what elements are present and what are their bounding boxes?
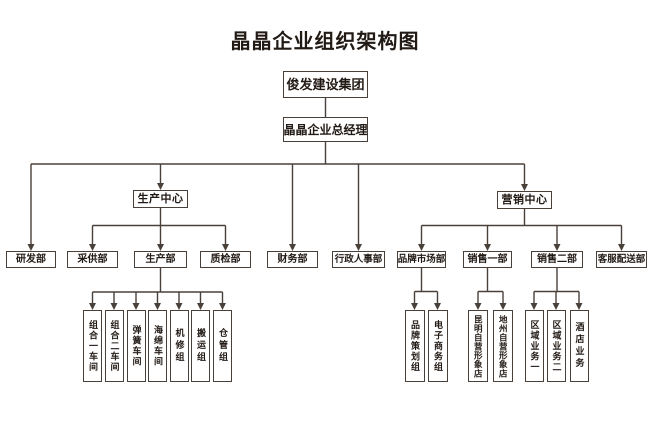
node-root-group: 俊发建设集团 [283, 71, 368, 98]
node-team-assembly-2: 组合二车间 [104, 310, 124, 382]
node-team-ecommerce: 电子商务组 [427, 310, 448, 382]
node-production-center: 生产中心 [133, 190, 188, 208]
node-biz-hotel: 酒店业务 [569, 310, 589, 382]
node-dept-sales-1: 销售一部 [463, 251, 512, 268]
node-marketing-center: 营销中心 [497, 191, 552, 209]
node-team-spring: 弹簧车间 [126, 310, 146, 382]
node-dept-rd: 研发部 [6, 251, 56, 268]
node-team-foam: 海绵车间 [148, 310, 167, 382]
node-store-kunming: 昆明自营形象店 [468, 310, 488, 382]
node-dept-procurement: 采供部 [67, 251, 118, 268]
node-dept-qc: 质检部 [200, 251, 251, 268]
node-dept-admin-hr: 行政人事部 [332, 251, 385, 268]
node-dept-customer-delivery: 客服配送部 [596, 251, 647, 268]
node-biz-region-2: 区域业务二 [546, 310, 566, 382]
node-team-warehouse: 仓管组 [213, 310, 232, 382]
node-dept-sales-2: 销售二部 [531, 251, 583, 268]
node-team-transport: 搬运组 [191, 310, 210, 382]
connector-segments [27, 98, 625, 310]
chart-title: 晶晶企业组织架构图 [230, 31, 420, 53]
node-store-prefecture: 地州自营形象店 [493, 310, 513, 382]
node-general-manager: 晶晶企业总经理 [283, 117, 368, 142]
node-dept-brand-marketing: 品牌市场部 [397, 251, 446, 268]
node-team-machine-repair: 机修组 [169, 310, 189, 382]
node-dept-finance: 财务部 [267, 251, 318, 268]
node-biz-region-1: 区域业务一 [524, 310, 544, 382]
node-dept-production: 生产部 [134, 251, 187, 268]
node-team-assembly-1: 组合一车间 [83, 310, 102, 382]
node-team-brand-planning: 品牌策划组 [404, 310, 425, 382]
